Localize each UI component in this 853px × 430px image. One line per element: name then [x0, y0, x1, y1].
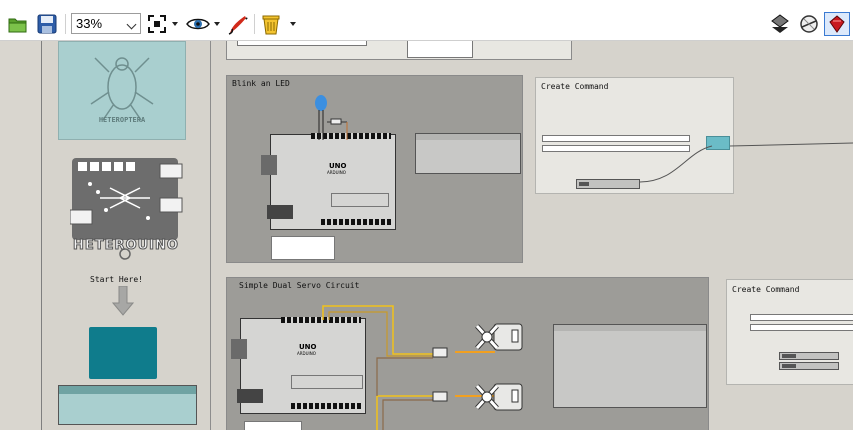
command-slider-1[interactable] — [779, 352, 839, 360]
board-label: UNO — [329, 162, 347, 170]
zoom-select[interactable]: 33% — [71, 13, 141, 34]
heteroduino-logo[interactable]: HETEROUINO — [70, 158, 186, 262]
eye-icon[interactable] — [184, 12, 212, 36]
power-jack — [237, 389, 263, 403]
servo-output-panel — [553, 324, 707, 408]
node-title: Create Command — [541, 82, 609, 91]
node-title: Create Command — [732, 285, 800, 294]
group-title: Blink an LED — [232, 79, 290, 88]
power-jack — [267, 205, 293, 219]
panel-header — [416, 134, 520, 140]
arduino-uno-board[interactable]: UNO ARDUINO — [261, 133, 396, 230]
command-input-2[interactable] — [750, 324, 853, 331]
fit-dropdown-arrow-icon[interactable] — [172, 22, 178, 26]
servo-wires — [322, 305, 495, 430]
usb-port — [231, 339, 247, 359]
gem-preview-icon[interactable] — [824, 12, 850, 36]
create-command-node[interactable]: Create Command — [535, 77, 734, 194]
link-wire — [639, 145, 713, 183]
chevron-down-icon — [126, 19, 137, 30]
bin-dropdown-arrow-icon[interactable] — [290, 22, 296, 26]
command-slider-2[interactable] — [779, 362, 839, 370]
slider-handle[interactable] — [579, 182, 589, 186]
blink-output-panel — [415, 133, 521, 174]
command-input-1[interactable] — [750, 314, 853, 321]
zoom-value: 33% — [76, 16, 103, 31]
brush-icon[interactable] — [226, 12, 250, 36]
command-slider[interactable] — [576, 179, 640, 189]
header-pins-top — [311, 133, 391, 139]
group-title: Simple Dual Servo Circuit — [239, 281, 360, 290]
output-wire — [730, 142, 853, 147]
usb-port — [261, 155, 277, 175]
canvas[interactable]: HETEROPTERA HETEROUINO Start Here! — [0, 41, 853, 430]
library-palette: HETEROPTERA HETEROUINO Start Here! — [42, 41, 211, 430]
group-top-partial[interactable] — [226, 41, 572, 60]
group-blink-led[interactable]: Blink an LED UNO ARDUINO — [226, 75, 523, 263]
slider-handle[interactable] — [782, 364, 796, 368]
header-pins-bottom — [291, 403, 361, 409]
heteroptera-label: HETEROPTERA — [98, 116, 146, 124]
arduino-uno-board[interactable]: UNO ARDUINO — [231, 317, 366, 414]
command-input-2[interactable] — [542, 145, 690, 152]
top-partial-box — [407, 41, 473, 58]
board-label: UNO — [299, 343, 317, 351]
start-button[interactable] — [89, 327, 157, 379]
header-pins-bottom — [321, 219, 391, 225]
palette-tile-header — [59, 386, 196, 394]
panel-header — [554, 325, 706, 331]
servo-motor-2[interactable] — [474, 382, 524, 412]
group-dual-servo[interactable]: Simple Dual Servo Circuit UNO ARDUINO — [226, 277, 709, 430]
slider-handle[interactable] — [782, 354, 796, 358]
trash-bin-icon[interactable] — [259, 12, 283, 36]
create-command-node[interactable]: Create Command — [726, 279, 853, 385]
window-top-edge — [0, 0, 853, 8]
view-dropdown-arrow-icon[interactable] — [214, 22, 220, 26]
header-pins-top — [281, 317, 361, 323]
toolbar: 33% — [0, 8, 853, 41]
servo-output-box — [244, 421, 302, 430]
wireframe-preview-icon[interactable] — [797, 12, 821, 36]
heteroduino-label: HETEROUINO — [73, 238, 179, 254]
arrow-down-icon — [112, 286, 134, 316]
command-input-1[interactable] — [542, 135, 690, 142]
chip — [291, 375, 363, 389]
start-here-label: Start Here! — [90, 275, 143, 284]
heteroptera-logo[interactable]: HETEROPTERA — [58, 41, 186, 140]
shaded-preview-icon[interactable] — [768, 12, 792, 36]
fit-view-icon[interactable] — [145, 12, 169, 36]
palette-bottom-tile[interactable] — [58, 385, 197, 425]
led-output-box — [271, 236, 335, 260]
led-icon — [315, 95, 348, 140]
top-partial-bar — [237, 41, 367, 46]
canvas-left-edge — [0, 41, 42, 430]
chip — [331, 193, 389, 207]
board-brand: ARDUINO — [327, 170, 346, 175]
save-disk-icon[interactable] — [35, 12, 59, 36]
board-brand: ARDUINO — [297, 351, 316, 356]
open-folder-icon[interactable] — [6, 12, 30, 36]
servo-motor-1[interactable] — [474, 322, 524, 352]
